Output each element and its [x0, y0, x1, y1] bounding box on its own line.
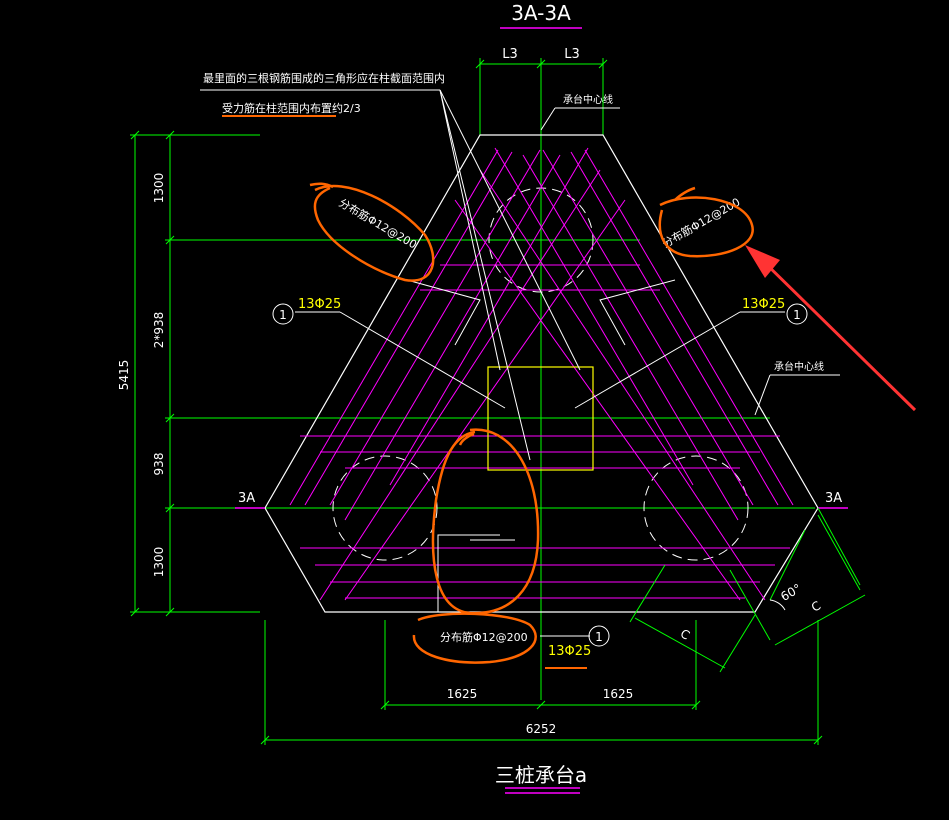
callout-num-left: 1: [279, 308, 287, 322]
dim-top-right: L3: [564, 47, 580, 62]
callout-circle-bottom: [588, 625, 610, 647]
dim-left-2: 2*938: [152, 312, 166, 349]
rebar-lines: [289, 147, 794, 601]
dim-left-total: 5415: [117, 360, 131, 391]
dim-bottom-total: 6252: [526, 722, 557, 736]
center-line-label-right: 承台中心线: [774, 360, 824, 373]
center-line-label-top: 承台中心线: [563, 93, 613, 106]
callout-circle-right: [786, 303, 808, 325]
orange-annotations: [309, 182, 754, 664]
section-mark-left: 3A: [238, 491, 255, 506]
note-line-1: 最里面的三根钢筋围成的三角形应在柱截面范围内: [203, 71, 445, 85]
angle-arc: [769, 599, 786, 611]
section-title: 3A-3A: [511, 1, 571, 25]
left-dimension: [130, 130, 260, 617]
rebar-label-right: 13Φ25: [742, 297, 785, 312]
drawing-title: 三桩承台a: [495, 763, 587, 787]
callout-circle-left: [272, 303, 294, 325]
rebar-label-bottom: 13Φ25: [548, 644, 591, 659]
column-section: [487, 366, 594, 471]
dim-side-c2: C: [809, 598, 823, 614]
callout-num-right: 1: [793, 308, 801, 322]
callout-num-bottom: 1: [595, 630, 603, 644]
rebar-leaders: [295, 279, 785, 637]
rebar-label-left: 13Φ25: [298, 297, 341, 312]
side-dimension: [629, 507, 866, 673]
note-leaders: [200, 89, 840, 461]
dim-left-4: 1300: [152, 547, 166, 578]
note-line-2: 受力筋在柱范围内布置约2/3: [222, 101, 361, 115]
dim-left-1: 1300: [152, 173, 166, 204]
dist-bar-label-bottom: 分布筋Φ12@200: [440, 630, 528, 644]
dist-bar-label-left: 分布筋Φ12@200: [337, 195, 420, 251]
dim-bottom-2: 1625: [603, 687, 634, 701]
pile-right: [643, 455, 749, 561]
dim-top-left: L3: [502, 47, 518, 62]
pile-left: [332, 455, 438, 561]
section-mark-right: 3A: [825, 491, 842, 506]
dim-left-3: 938: [152, 453, 166, 476]
dim-side-c1: C: [678, 626, 692, 642]
angle-label: 60°: [778, 581, 803, 604]
dim-bottom-1: 1625: [447, 687, 478, 701]
bottom-dimension: [260, 620, 823, 745]
red-arrow: [745, 245, 917, 412]
top-dimension: [475, 58, 608, 135]
